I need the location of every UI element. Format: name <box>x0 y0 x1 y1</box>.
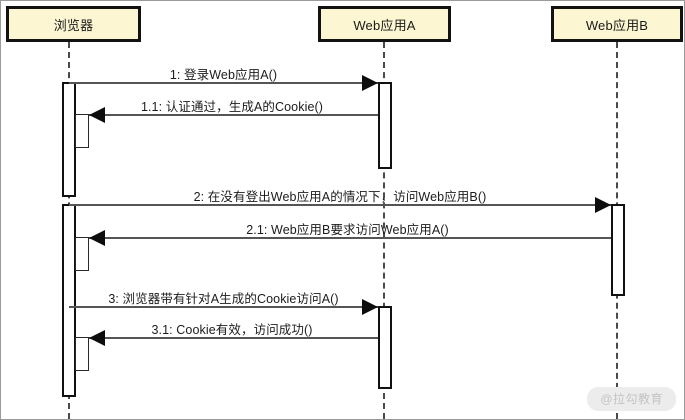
participant-box-appA[interactable]: Web应用A <box>318 6 451 42</box>
arrowhead-left-icon <box>89 330 105 346</box>
message-label-1.1: 1.1: 认证通过，生成A的Cookie() <box>140 100 324 114</box>
message-line-3.1[interactable] <box>89 337 378 339</box>
message-label-3.1: 3.1: Cookie有效，访问成功() <box>151 323 313 337</box>
activation-bar-appA-act-1[interactable] <box>378 82 392 169</box>
message-line-3[interactable] <box>69 306 378 308</box>
participant-label: Web应用A <box>353 17 416 33</box>
message-line-2.1[interactable] <box>89 237 611 239</box>
watermark: @拉勾教育 <box>587 387 676 411</box>
activation-bar-browser-nest-2[interactable] <box>75 237 89 271</box>
activation-bar-browser-act-1[interactable] <box>62 82 76 197</box>
message-line-1[interactable] <box>69 82 378 84</box>
participant-box-browser[interactable]: 浏览器 <box>6 6 141 42</box>
message-label-3: 3: 浏览器带有针对A生成的Cookie访问A() <box>108 292 339 306</box>
activation-bar-browser-nest-3[interactable] <box>75 337 89 371</box>
participant-label: 浏览器 <box>53 17 94 33</box>
arrowhead-right-icon <box>595 197 611 213</box>
lifeline-appA <box>383 42 385 419</box>
arrowhead-left-icon <box>89 230 105 246</box>
message-label-2: 2: 在没有登出Web应用A的情况下，访问Web应用B() <box>193 190 487 204</box>
message-line-1.1[interactable] <box>89 114 378 116</box>
message-label-2.1: 2.1: Web应用B要求访问Web应用A() <box>246 223 449 237</box>
arrowhead-right-icon <box>362 75 378 91</box>
participant-label: Web应用B <box>585 17 649 33</box>
participant-box-appB[interactable]: Web应用B <box>551 6 683 42</box>
arrowhead-right-icon <box>362 299 378 315</box>
arrowhead-left-icon <box>89 107 105 123</box>
message-label-1: 1: 登录Web应用A() <box>169 68 278 82</box>
activation-bar-browser-nest-1[interactable] <box>75 114 89 148</box>
message-line-2[interactable] <box>69 204 611 206</box>
activation-bar-appA-act-2[interactable] <box>378 306 392 389</box>
activation-bar-appB-act-1[interactable] <box>611 204 625 296</box>
